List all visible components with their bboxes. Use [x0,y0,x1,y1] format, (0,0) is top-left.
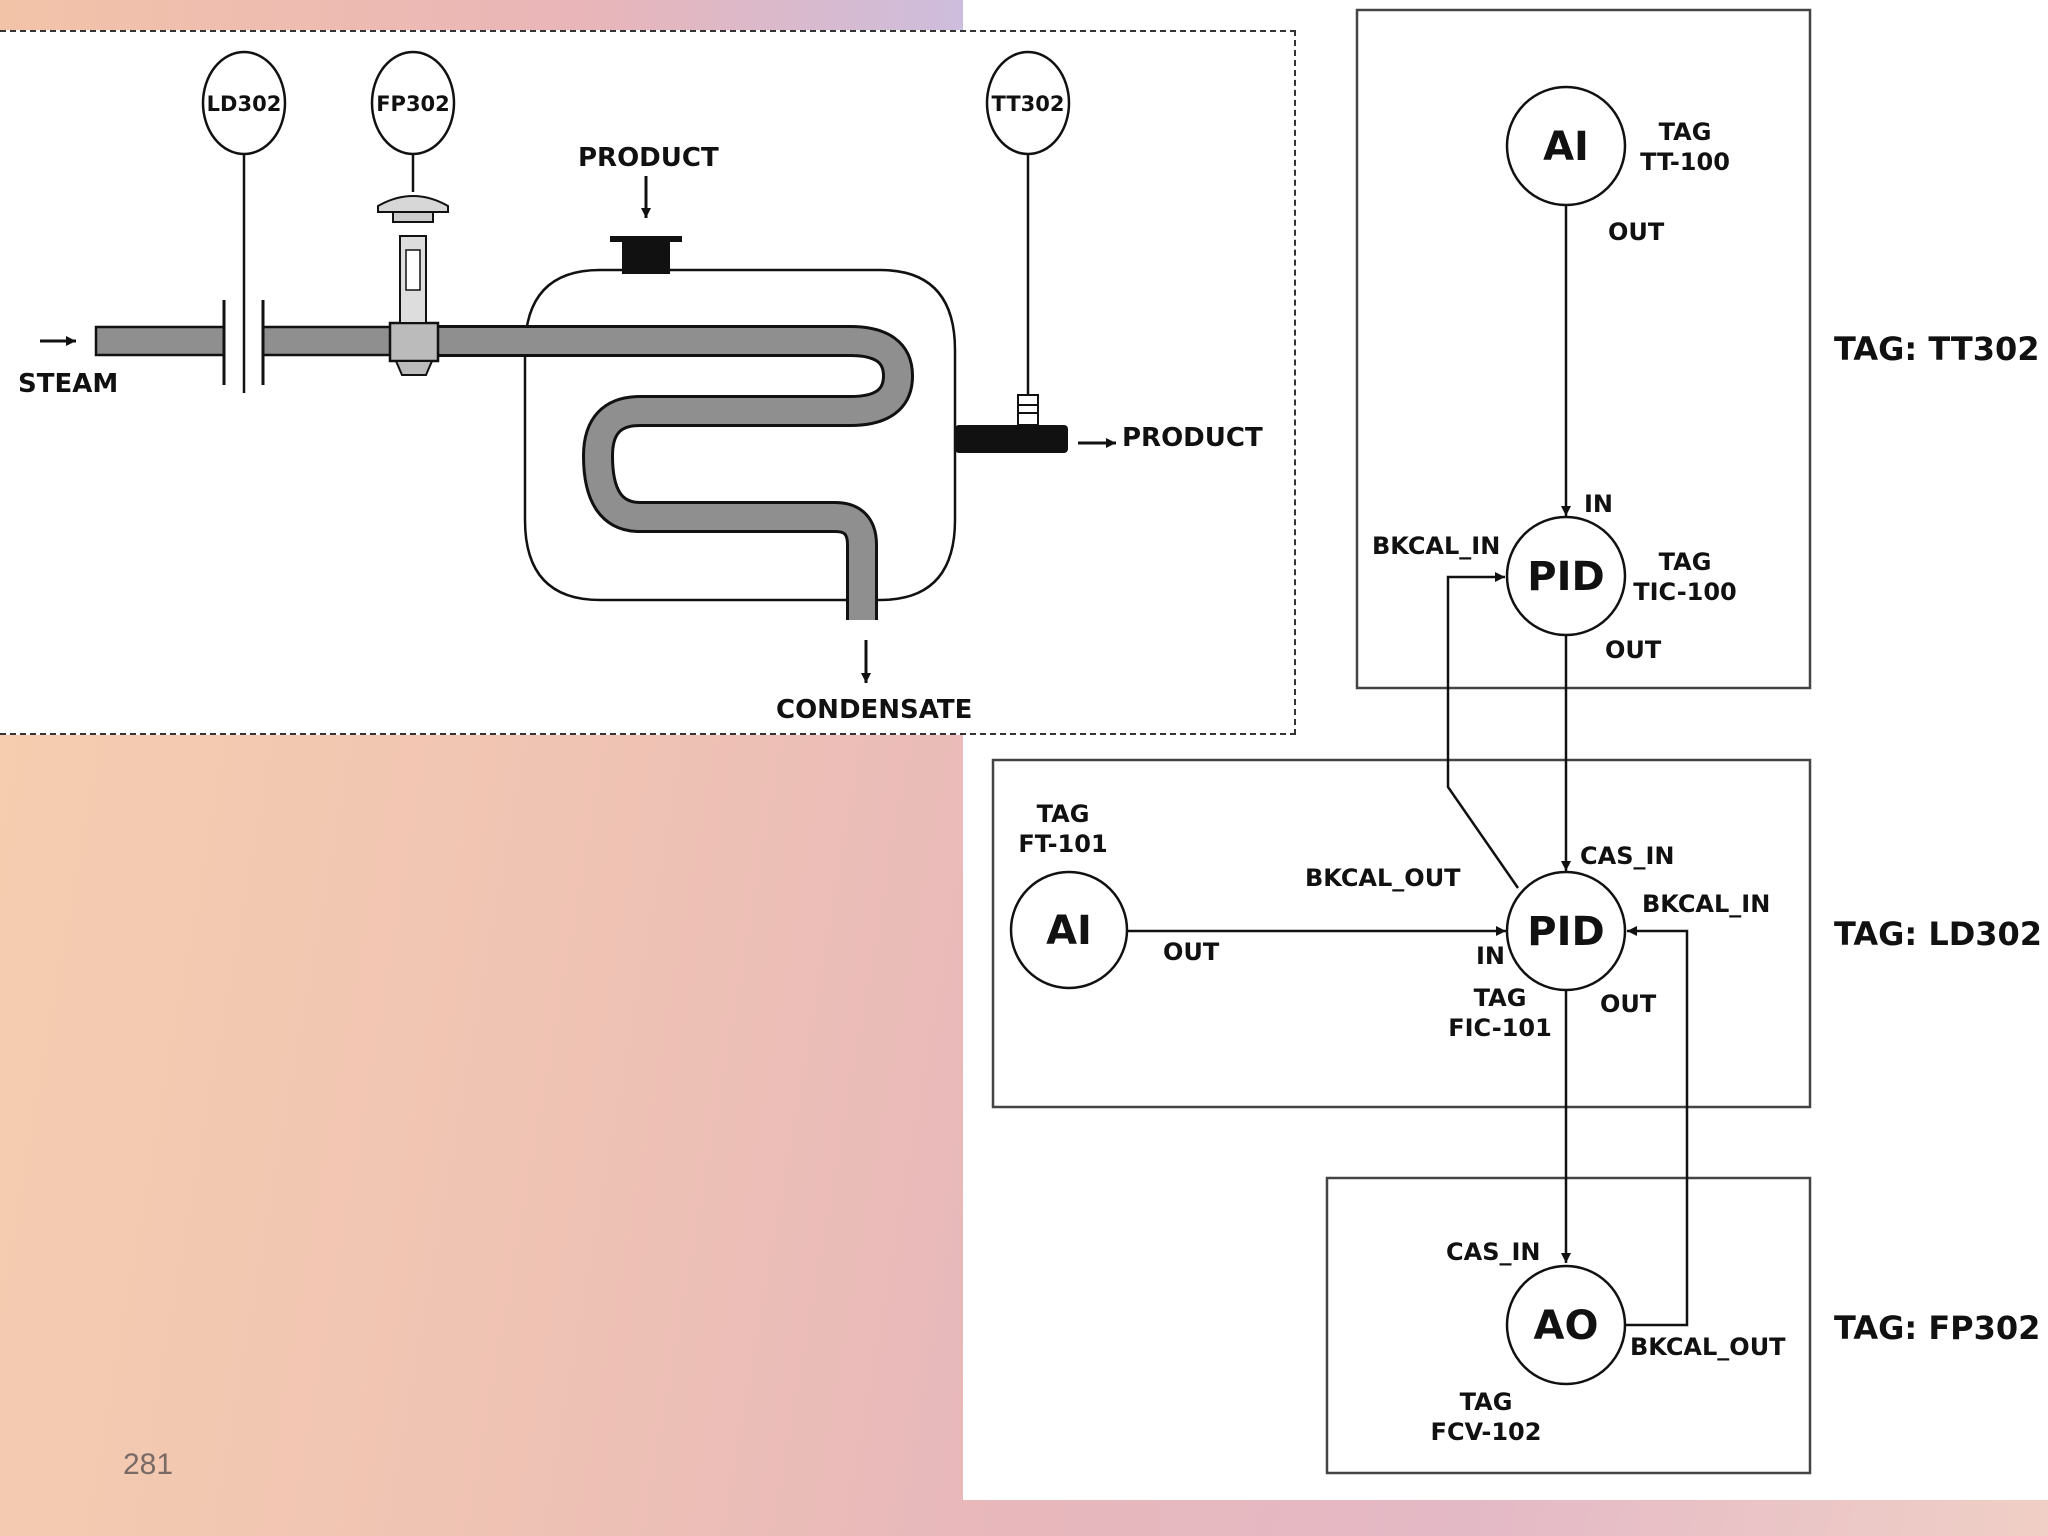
block-ai-ft101-out: OUT [1163,938,1220,966]
block-pid-tic100-bkcal-in: BKCAL_IN [1372,532,1500,560]
block-pid-tic100: PID IN BKCAL_IN TAG TIC-100 OUT [1372,490,1737,664]
block-pid-fic101-tag: FIC-101 [1448,1014,1552,1042]
block-pid-fic101-in: IN [1476,942,1505,970]
block-pid-tic100-out: OUT [1605,636,1662,664]
device-box-fp302 [1325,1176,1812,1475]
block-pid-fic101-out: OUT [1600,990,1657,1018]
block-pid-tic100-name: PID [1527,554,1604,600]
product-inlet-label: PRODUCT [578,143,719,173]
block-ao-fcv102: AO CAS_IN BKCAL_OUT TAG FCV-102 [1431,1238,1787,1446]
block-pid-fic101-tag-word: TAG [1474,984,1527,1012]
block-pid-tic100-in: IN [1584,490,1613,518]
product-inlet-nozzle [622,240,670,274]
function-block-diagram: TAG: TT302 TAG: LD302 TAG: FP302 AI TAG … [991,8,2042,1475]
instrument-tt302-label: TT302 [992,92,1065,116]
instrument-ld302: LD302 [201,50,287,393]
block-pid-fic101-bkcal-out: BKCAL_OUT [1305,864,1461,892]
block-pid-fic101: PID CAS_IN BKCAL_OUT BKCAL_IN IN TAG FIC… [1305,842,1770,1042]
device-box-ld302 [991,758,1812,1109]
block-ai-ft101-name: AI [1046,908,1092,954]
condensate-label: CONDENSATE [776,695,972,725]
block-pid-fic101-name: PID [1527,909,1604,955]
block-ai-tt100-name: AI [1543,124,1589,170]
block-ao-fcv102-name: AO [1534,1303,1599,1349]
instrument-ld302-label: LD302 [207,92,282,116]
block-ao-fcv102-tag-word: TAG [1460,1388,1513,1416]
block-ai-tt100-tag-word: TAG [1659,118,1712,146]
block-ai-tt100-out: OUT [1608,218,1665,246]
block-ao-fcv102-bkcal-out: BKCAL_OUT [1630,1333,1786,1361]
device-box-tt302 [1355,8,1812,690]
block-pid-fic101-cas-in: CAS_IN [1580,842,1675,870]
slide-background-strip [0,0,965,30]
block-ao-fcv102-cas-in: CAS_IN [1446,1238,1541,1266]
block-ai-tt100: AI TAG TT-100 OUT [1505,85,1730,246]
block-ai-tt100-tag: TT-100 [1640,148,1730,176]
device-tag-ld302: TAG: LD302 [1834,915,2042,953]
device-tag-fp302: TAG: FP302 [1834,1309,2040,1347]
block-ao-fcv102-tag: FCV-102 [1431,1418,1542,1446]
instrument-fp302: FP302 [370,50,456,192]
block-ai-ft101-tag: FT-101 [1018,830,1107,858]
product-outlet-pipe [955,425,1068,453]
block-pid-fic101-bkcal-in: BKCAL_IN [1642,890,1770,918]
block-pid-tic100-tag: TIC-100 [1633,578,1737,606]
instrument-tt302: TT302 [985,50,1071,395]
block-pid-tic100-tag-word: TAG [1659,548,1712,576]
control-valve [377,195,449,376]
block-ai-ft101: AI TAG FT-101 OUT [1009,800,1220,990]
device-tag-tt302: TAG: TT302 [1834,330,2040,368]
block-ai-ft101-tag-word: TAG [1037,800,1090,828]
product-outlet-label: PRODUCT [1122,423,1263,453]
process-schematic: LD302 FP302 TT302 [18,50,1263,725]
instrument-fp302-label: FP302 [376,92,450,116]
page-number: 281 [123,1448,174,1481]
steam-label: STEAM [18,369,118,399]
